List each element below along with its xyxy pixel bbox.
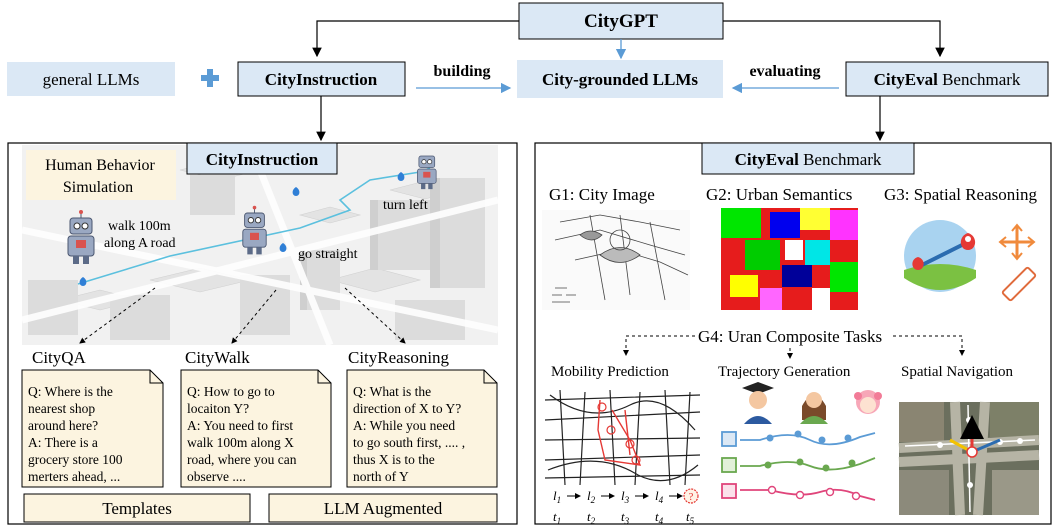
task-title-cityqa: CityQA xyxy=(32,348,87,367)
person-avatar-icon xyxy=(742,382,774,424)
card-line: to go south first, .... , xyxy=(353,435,465,450)
svg-text:Q: How to go to locaiton: Q: How to go to locaiton Y? A: You need … xyxy=(187,384,300,484)
card-line: grocery store 100 xyxy=(28,452,123,467)
g3-label: G3: Spatial Reasoning xyxy=(884,185,1037,204)
robot-icon xyxy=(67,210,95,264)
urban-semantics-map xyxy=(721,208,858,310)
card-line: direction of X to Y? xyxy=(353,401,461,416)
walk-label-1: walk 100m xyxy=(108,219,171,234)
card-line: Q: What is the xyxy=(353,384,431,399)
svg-text:t4: t4 xyxy=(655,509,664,526)
cityinstruction-box: CityInstruction xyxy=(237,61,406,97)
city-image-map xyxy=(542,210,690,310)
navigation-label: Spatial Navigation xyxy=(901,364,1014,380)
evaluating-label: evaluating xyxy=(749,63,820,80)
person-avatar-icon xyxy=(854,390,882,414)
card-line: Q: How to go to xyxy=(187,384,275,399)
cityeval-bold: CityEval xyxy=(874,70,939,89)
left-panel-header: CityInstruction xyxy=(186,142,338,175)
templates-box: Templates xyxy=(23,493,251,523)
person-avatar-icon xyxy=(800,392,828,424)
cityeval-box: CityEval Benchmark xyxy=(845,61,1049,97)
sim-title-1: Human Behavior xyxy=(45,157,155,174)
card-line: around here? xyxy=(28,418,98,433)
general-llms-box: general LLMs xyxy=(7,62,175,96)
robot-icon xyxy=(242,205,267,255)
templates-label: Templates xyxy=(102,499,172,518)
plus-icon xyxy=(201,69,219,87)
card-line: merters ahead, ... xyxy=(28,469,120,484)
svg-text:CityEval Benchmark: CityEval Benchmark xyxy=(874,70,1021,89)
citygpt-title: CityGPT xyxy=(584,11,658,32)
card-line: observe .... xyxy=(187,469,246,484)
card-line: road, where you can xyxy=(187,452,297,467)
card-line: locaiton Y? xyxy=(187,401,249,416)
walk-label-2: along A road xyxy=(104,236,176,251)
location-pins xyxy=(79,172,405,290)
trajectory-label: Trajectory Generation xyxy=(718,364,851,380)
task-title-citywalk: CityWalk xyxy=(185,348,250,367)
svg-text:l3: l3 xyxy=(621,488,630,505)
card-line: thus X is to the xyxy=(353,452,435,467)
llm-augmented-box: LLM Augmented xyxy=(268,493,498,523)
left-header-label: CityInstruction xyxy=(206,150,319,169)
svg-text:CityEval Benchmark: CityEval Benchmark xyxy=(735,150,882,169)
trajectory-nodes xyxy=(764,430,861,501)
card-line: A: You need to first xyxy=(187,418,293,433)
task-card-cityreasoning: Q: What is the direction of X to Y? A: W… xyxy=(346,369,498,488)
right-header-bold: CityEval xyxy=(735,150,800,169)
card-line: walk 100m along X xyxy=(187,435,294,450)
g2-label: G2: Urban Semantics xyxy=(706,185,852,204)
svg-text:t2: t2 xyxy=(587,509,596,526)
llm-augmented-label: LLM Augmented xyxy=(324,499,443,518)
g4-arrows xyxy=(623,335,965,359)
svg-text:Q: Where is the nearest: Q: Where is the nearest shop around here… xyxy=(28,384,126,484)
svg-text:l4: l4 xyxy=(655,488,664,505)
turn-left-label: turn left xyxy=(383,198,428,213)
g4-label: G4: Uran Composite Tasks xyxy=(698,327,882,346)
card-line: A: There is a xyxy=(28,435,98,450)
cityinstruction-label: CityInstruction xyxy=(265,70,378,89)
location-time-sequence: l1 l2 l3 l4 ? t1 t2 t3 t4 t5 xyxy=(553,488,699,526)
g1-label: G1: City Image xyxy=(549,185,655,204)
building-label: building xyxy=(434,63,491,80)
svg-text:t5: t5 xyxy=(686,509,695,526)
general-llms-label: general LLMs xyxy=(43,70,140,89)
card-line: nearest shop xyxy=(28,401,95,416)
task-arrows xyxy=(79,287,406,344)
city-grounded-llms-box: City-grounded LLMs xyxy=(517,60,723,98)
card-line: north of Y xyxy=(353,469,409,484)
svg-text:l1: l1 xyxy=(553,488,561,505)
road-network-map xyxy=(544,389,701,486)
svg-text:t3: t3 xyxy=(621,509,630,526)
citygpt-connectors xyxy=(312,20,945,58)
citygpt-box: CityGPT xyxy=(518,2,724,40)
robot-icon xyxy=(417,155,437,190)
sim-title-2: Simulation xyxy=(63,179,133,196)
simulation-label-box xyxy=(26,150,176,200)
svg-text:t1: t1 xyxy=(553,509,561,526)
svg-text:Q: What is the direction: Q: What is the direction of X to Y? A: W… xyxy=(353,384,469,484)
task-card-citywalk: Q: How to go to locaiton Y? A: You need … xyxy=(180,369,332,488)
route-path xyxy=(77,167,431,285)
task-card-cityqa: Q: Where is the nearest shop around here… xyxy=(21,369,164,488)
move-arrows-icon xyxy=(998,223,1036,261)
right-header-rest: Benchmark xyxy=(799,150,882,169)
city-grounded-label: City-grounded LLMs xyxy=(542,70,698,89)
mobility-label: Mobility Prediction xyxy=(551,364,669,380)
city-map-scene: Human Behavior Simulation xyxy=(21,143,499,347)
right-panel-header: CityEval Benchmark xyxy=(701,142,915,175)
card-line: Q: Where is the xyxy=(28,384,113,399)
aerial-navigation-view xyxy=(898,401,1040,516)
ruler-icon xyxy=(1001,266,1037,302)
map-pin-icon xyxy=(904,220,976,292)
cityeval-rest: Benchmark xyxy=(938,70,1021,89)
card-line: A: While you need xyxy=(353,418,455,433)
go-straight-label: go straight xyxy=(298,247,358,262)
svg-text:?: ? xyxy=(689,491,694,503)
task-title-cityreasoning: CityReasoning xyxy=(348,348,450,367)
svg-text:l2: l2 xyxy=(587,488,596,505)
